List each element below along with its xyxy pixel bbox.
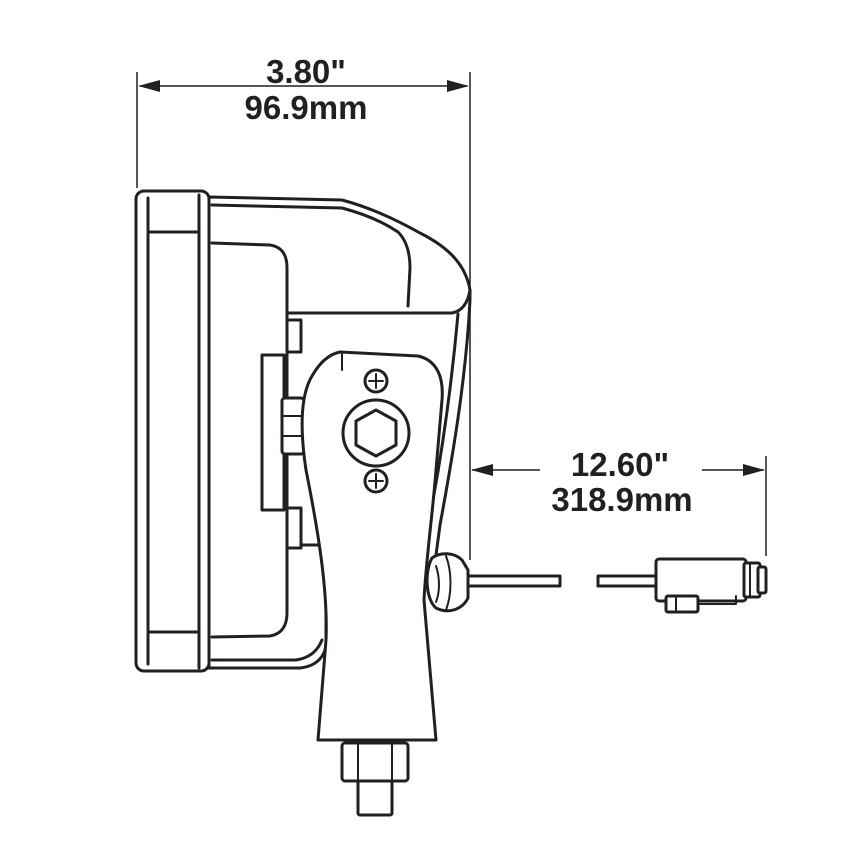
front-bezel [134, 189, 211, 673]
threaded-stud [356, 779, 394, 817]
connector [654, 557, 768, 614]
width-arrow-left [138, 80, 160, 92]
cable-arrow-left [471, 464, 493, 476]
width-inches-label: 3.80" [266, 53, 346, 90]
connector-latch [664, 594, 700, 614]
connector-clip [697, 595, 737, 605]
cable-grommet [425, 552, 470, 613]
cable-segment-left [466, 574, 562, 588]
pivot-bolt-circle [341, 398, 411, 468]
stud-nut [340, 741, 410, 783]
lower-screw-icon [363, 468, 389, 494]
housing-top-contour [285, 288, 472, 315]
width-mm-label: 96.9mm [245, 89, 368, 126]
mounting-bracket [300, 350, 444, 817]
grommet-ridge-1 [445, 555, 452, 611]
cable-mm-label: 318.9mm [551, 481, 692, 518]
upper-mount-tab [285, 318, 303, 354]
cable-arrow-right [743, 464, 765, 476]
upper-screw-icon [363, 368, 389, 394]
width-dimension: 3.80" 96.9mm [136, 53, 471, 560]
grommet-ridge-2 [435, 565, 440, 603]
cable-segment-right [596, 574, 660, 588]
cable-inches-label: 12.60" [571, 446, 669, 483]
width-arrow-right [447, 80, 469, 92]
lower-mount-tab [285, 506, 303, 550]
cable [466, 574, 660, 588]
bracket-arm [300, 350, 444, 742]
connector-tip [756, 565, 768, 595]
cable-length-dimension: 12.60" 318.9mm [471, 446, 767, 556]
housing-bottom-lip [210, 638, 324, 662]
housing-inner-ridge [210, 203, 412, 308]
bezel-outer [134, 189, 211, 673]
pivot-hex-head [354, 408, 398, 458]
